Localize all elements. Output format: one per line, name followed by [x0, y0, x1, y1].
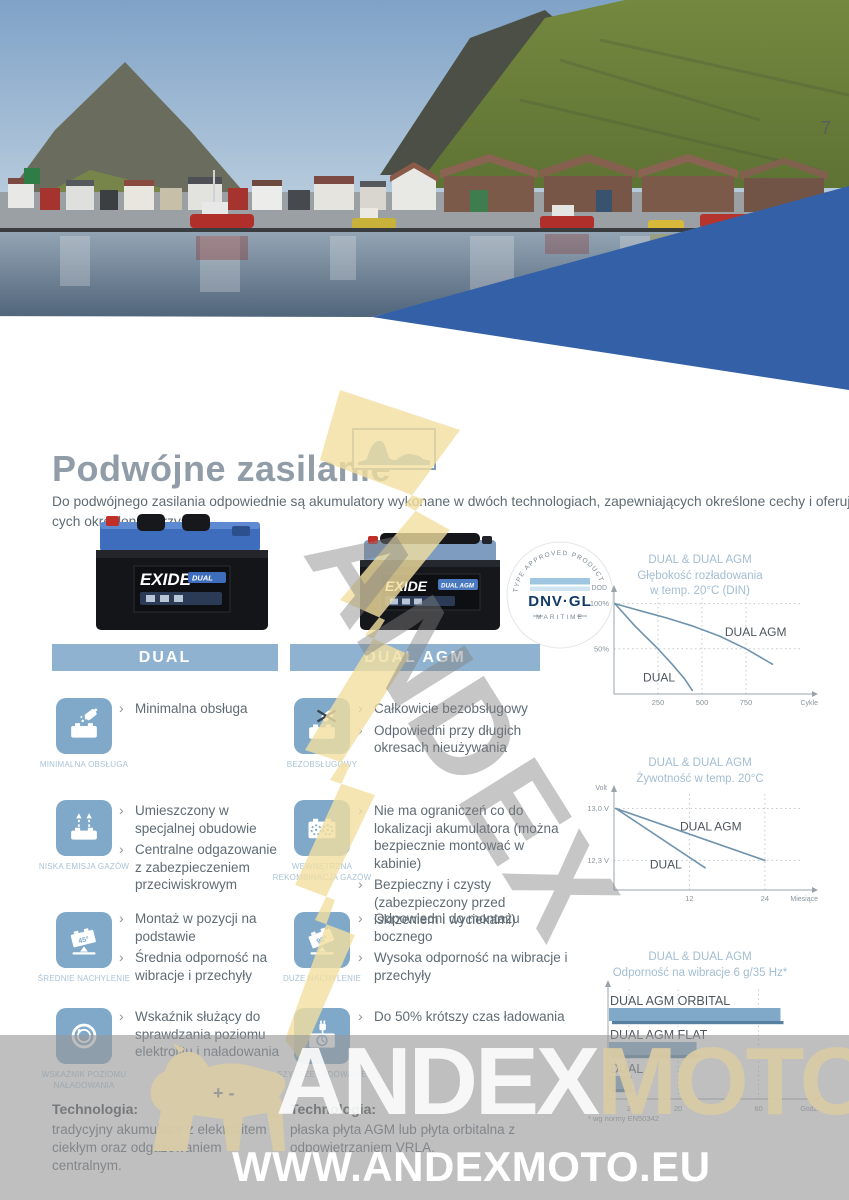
- feature-caption: BEZOBSŁUGOWY: [286, 760, 358, 769]
- battery-dual-agm-image: EXIDE DUAL AGM: [360, 533, 500, 630]
- feature-item: Do 50% krótszy czas ładowania: [357, 1007, 572, 1026]
- chart-title-line: w temp. 20°C (DIN): [650, 585, 750, 598]
- feature-caption: ŚREDNIE NACHYLENIE: [37, 974, 131, 983]
- feature-item: Całkowicie bezobsługowy: [357, 699, 572, 718]
- battery-model-label: DUAL AGM: [441, 583, 475, 590]
- feature-caption: MINIMALNA OBSŁUGA: [39, 760, 129, 769]
- page-number: 7: [820, 118, 831, 138]
- feature-list: Montaż w pozycji na podstawie Średnia od…: [118, 909, 286, 988]
- watermark-url: WWW.ANDEXMOTO.EU: [232, 1143, 711, 1190]
- feature-caption: NISKA EMISJA GAZÓW: [38, 862, 130, 871]
- svg-text:Cykle: Cykle: [800, 700, 818, 707]
- svg-text:DUAL AGM: DUAL AGM: [680, 820, 742, 834]
- watermark-brand-moto: MOTO: [597, 1028, 849, 1135]
- svg-text:DUAL AGM: DUAL AGM: [725, 625, 787, 639]
- dnv-gl-maritime-badge: TYPE APPROVED PRODUCT DNV·GL MARITIME: [506, 541, 614, 649]
- intro-line-1: Do podwójnego zasilania odpowiednie są a…: [52, 493, 849, 509]
- svg-text:500: 500: [696, 698, 709, 707]
- svg-text:12: 12: [685, 894, 693, 903]
- column-header-dual: DUAL: [52, 644, 278, 671]
- feature-tile: 45°: [56, 912, 112, 968]
- feature-list: Odpowiedni do montażu bocznego Wysoka od…: [357, 909, 572, 988]
- page-title: Podwójne zasilanie: [52, 448, 392, 490]
- chart-discharge-depth-title: DUAL & DUAL AGM Głębokość rozładowania w…: [575, 553, 825, 600]
- feature-tile: [56, 800, 112, 856]
- svg-text:13,0 V: 13,0 V: [587, 804, 609, 813]
- battery-tilt-90-icon: 90°: [308, 927, 335, 955]
- chart-lifespan-title: DUAL & DUAL AGM Żywotność w temp. 20°C: [575, 756, 825, 787]
- svg-text:Miesiące: Miesiące: [790, 896, 818, 903]
- svg-text:DUAL: DUAL: [650, 858, 682, 872]
- column-header-dual-label: DUAL: [138, 648, 192, 666]
- coastline-profile-icon: [352, 428, 436, 470]
- chart-discharge-depth: 100% 50% 250 500 750 DOD Cykle DUAL DUAL AGM: [590, 585, 818, 707]
- chart-title-line: DUAL & DUAL AGM: [648, 554, 752, 566]
- battery-gas-vent-icon: [71, 813, 97, 840]
- battery-gas-recombination-icon: [308, 818, 336, 839]
- column-header-dual-agm-label: DUAL AGM: [364, 648, 466, 666]
- badge-name: DNV·GL: [528, 593, 592, 610]
- watermark-brand: ANDEXMOTO: [276, 1029, 849, 1134]
- svg-text:12,3 V: 12,3 V: [587, 856, 609, 865]
- feature-item: Odpowiedni do montażu bocznego: [357, 909, 572, 945]
- svg-text:DUAL AGM ORBITAL: DUAL AGM ORBITAL: [610, 994, 730, 1008]
- svg-text:750: 750: [740, 698, 753, 707]
- feature-tile: 90°: [294, 912, 350, 968]
- horse-plus-minus-label: + -: [213, 1083, 235, 1103]
- feature-list: Całkowicie bezobsługowy Odpowiedni przy …: [357, 699, 572, 761]
- svg-text:DUAL: DUAL: [643, 670, 675, 684]
- battery-brand-label: EXIDE: [385, 578, 428, 594]
- watermark-band: + - ANDEXMOTO WWW.ANDEXMOTO.EU: [0, 1029, 849, 1200]
- feature-list: Do 50% krótszy czas ładowania: [357, 1007, 572, 1030]
- feature-item: Umieszczony w specjalnej obudowie: [118, 801, 286, 837]
- feature-item: Montaż w pozycji na podstawie: [118, 909, 286, 945]
- column-header-dual-agm: DUAL AGM: [290, 644, 540, 671]
- battery-brand-label: EXIDE: [140, 570, 192, 589]
- feature-item: Średnia odporność na wibracje i przechył…: [118, 948, 286, 984]
- battery-refill-icon: [71, 708, 98, 738]
- svg-text:250: 250: [652, 698, 665, 707]
- battery-no-refill-icon: [309, 709, 337, 739]
- battery-dual-image: EXIDE DUAL: [96, 514, 268, 630]
- chart-vibration-title: DUAL & DUAL AGM Odporność na wibracje 6 …: [575, 950, 825, 981]
- feature-item: Centralne odgazowanie z zabezpieczeniem …: [118, 840, 286, 894]
- chart-title-line: Głębokość rozładowania: [637, 569, 763, 582]
- svg-text:DOD: DOD: [591, 585, 607, 592]
- watermark-brand-andex: ANDEX: [276, 1028, 600, 1135]
- feature-tile: [56, 698, 112, 754]
- feature-list: Umieszczony w specjalnej obudowie Centra…: [118, 801, 286, 898]
- tilt-angle-label: 45°: [78, 935, 90, 945]
- feature-item: Wysoka odporność na wibracje i przechyły: [357, 948, 572, 984]
- battery-model-label: DUAL: [192, 574, 213, 583]
- svg-text:100%: 100%: [590, 599, 610, 608]
- feature-tile: [294, 698, 350, 754]
- watermark-horse-icon: + -: [150, 1043, 286, 1151]
- battery-tilt-45-icon: 45°: [70, 928, 96, 955]
- feature-tile: [294, 800, 350, 856]
- feature-item: Nie ma ograniczeń co do lokalizacji akum…: [357, 801, 572, 872]
- chart-title-line: Odporność na wibracje 6 g/35 Hz*: [612, 966, 788, 979]
- feature-list: Minimalna obsługa: [118, 699, 286, 722]
- feature-item: Odpowiedni przy długich okresach nieużyw…: [357, 721, 572, 757]
- chart-title-line: Żywotność w temp. 20°C: [636, 772, 764, 785]
- feature-item: Minimalna obsługa: [118, 699, 286, 718]
- badge-bottom-text: MARITIME: [536, 614, 584, 621]
- svg-text:24: 24: [761, 894, 769, 903]
- svg-text:Volt: Volt: [595, 785, 607, 792]
- svg-text:50%: 50%: [594, 644, 609, 653]
- chart-title-line: DUAL & DUAL AGM: [648, 757, 752, 769]
- chart-title-line: DUAL & DUAL AGM: [648, 951, 752, 963]
